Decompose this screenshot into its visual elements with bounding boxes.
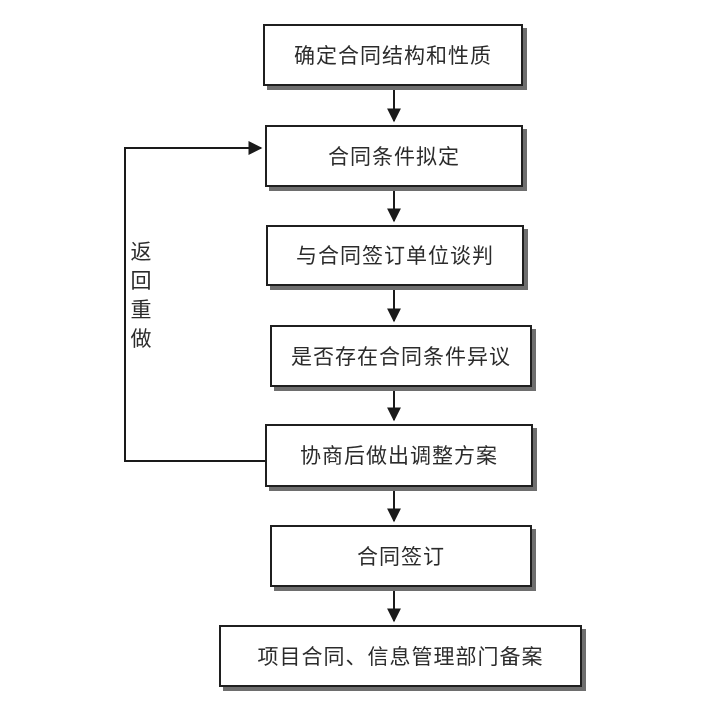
flow-node-adjustment-plan: 协商后做出调整方案	[265, 424, 533, 487]
flow-node-label: 协商后做出调整方案	[300, 444, 498, 468]
flow-node-label: 合同条件拟定	[328, 144, 460, 169]
flow-node-label: 确定合同结构和性质	[294, 43, 492, 68]
flow-node-draft-conditions: 合同条件拟定	[265, 125, 523, 187]
feedback-loop-label: 返回重做	[130, 240, 152, 351]
flow-node-label: 与合同签订单位谈判	[296, 244, 494, 268]
flow-node-label: 是否存在合同条件异议	[291, 344, 511, 369]
flow-node-label: 项目合同、信息管理部门备案	[257, 644, 544, 669]
flow-node-objection-check: 是否存在合同条件异议	[270, 325, 532, 387]
flow-node-filing: 项目合同、信息管理部门备案	[219, 625, 582, 687]
flow-node-determine-structure: 确定合同结构和性质	[263, 24, 523, 86]
flow-node-contract-signing: 合同签订	[270, 525, 532, 587]
flow-node-negotiate: 与合同签订单位谈判	[266, 225, 524, 286]
feedback-loop-line	[124, 141, 265, 462]
flow-node-label: 合同签订	[357, 544, 445, 569]
